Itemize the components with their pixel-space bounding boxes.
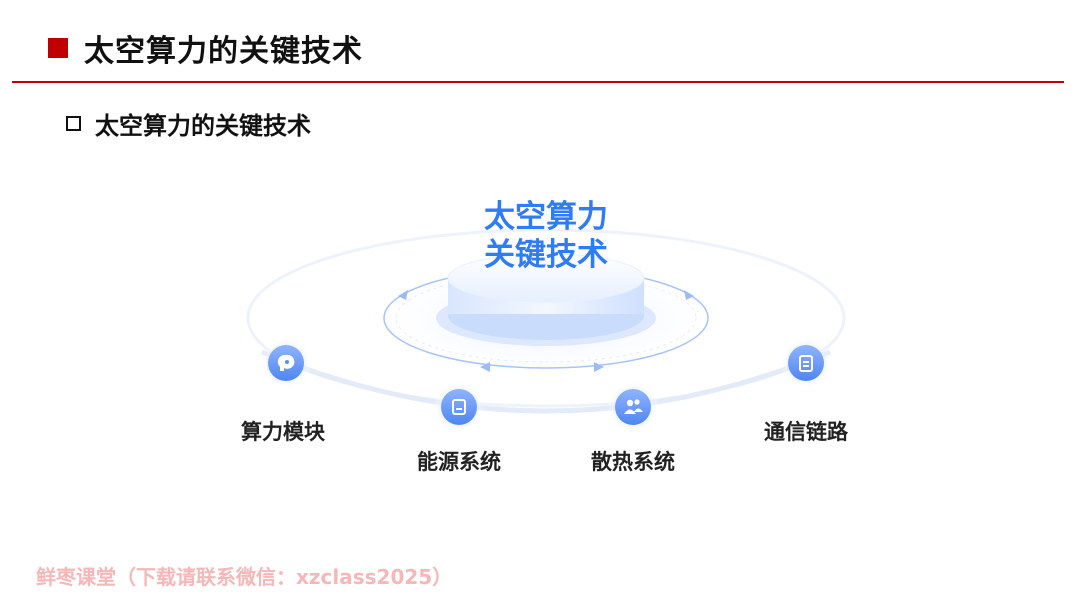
node-ball-energy	[433, 381, 485, 433]
page-header: 太空算力的关键技术	[48, 26, 363, 70]
node-label-energy: 能源系统	[417, 450, 501, 474]
node-label-cooling: 散热系统	[591, 450, 675, 474]
lightbulb-head-icon	[277, 354, 295, 371]
section-heading: 太空算力的关键技术	[66, 106, 311, 140]
outer-orbit	[246, 228, 846, 408]
section-subtitle: 太空算力的关键技术	[95, 111, 311, 140]
node-label-compute: 算力模块	[241, 420, 325, 444]
title-marker	[48, 38, 68, 58]
bullet-square-icon	[66, 115, 81, 131]
title-divider	[12, 81, 1064, 83]
clipboard-icon	[452, 399, 466, 415]
diagram-center-title: 太空算力 关键技术	[446, 198, 646, 274]
page-title: 太空算力的关键技术	[84, 34, 363, 69]
center-title-line-2: 关键技术	[484, 237, 608, 273]
node-label-comm: 通信链路	[764, 420, 848, 444]
watermark-text: 鲜枣课堂（下载请联系微信：xzclass2025）	[36, 565, 453, 589]
center-title-line-1: 太空算力	[484, 199, 608, 235]
front-orbit-arc	[261, 349, 831, 414]
node-ball-cooling	[607, 381, 659, 433]
users-icon	[624, 399, 643, 414]
document-icon	[799, 355, 813, 372]
